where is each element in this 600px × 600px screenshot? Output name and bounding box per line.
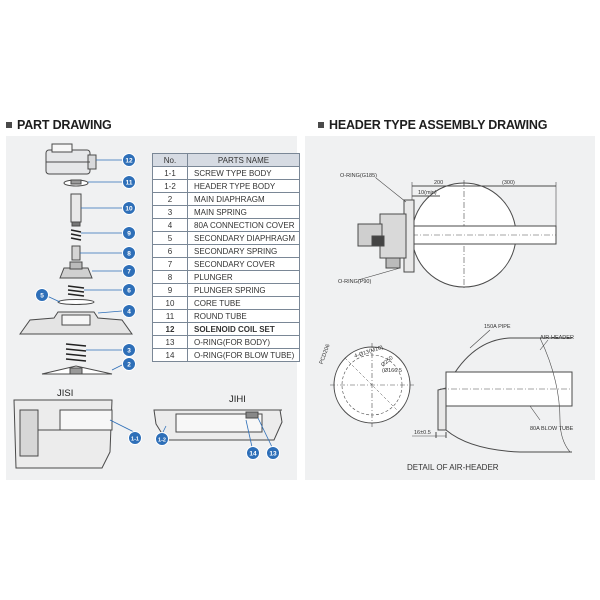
callout-13 (266, 446, 280, 460)
round-tube-part (63, 179, 89, 187)
callout-text: 10 (125, 205, 133, 212)
valve-assembly (357, 213, 407, 269)
connection-cover-part (19, 311, 133, 335)
callout-text: 4 (127, 308, 131, 315)
dim-10min-label: 10(min) (418, 190, 437, 196)
callout-text: 2 (127, 361, 131, 368)
part-name: SECONDARY DIAPHRAGM (187, 231, 300, 245)
detail-caption: DETAIL OF AIR-HEADER (407, 463, 499, 472)
dim-16-label: 16±0.5 (414, 430, 431, 436)
solenoid-coil-part (45, 143, 97, 175)
header-no: No. (152, 153, 188, 167)
callout-7 (122, 264, 136, 278)
callout-text: 11 (126, 179, 133, 186)
part-name: MAIN SPRING (187, 205, 300, 219)
part-name: SECONDARY SPRING (187, 244, 300, 258)
part-name: SCREW TYPE BODY (187, 166, 300, 180)
part-drawing-title-text: PART DRAWING (17, 118, 112, 132)
main-spring-part (65, 343, 87, 362)
callout-text: 1-2 (158, 437, 166, 443)
callout-8 (122, 246, 136, 260)
secondary-cover-part (59, 261, 93, 279)
secondary-spring-part (67, 285, 85, 297)
assembly-drawing-title-text: HEADER TYPE ASSEMBLY DRAWING (329, 118, 548, 132)
callout-4 (122, 304, 136, 318)
part-name: SOLENOID COIL SET (187, 322, 300, 336)
callout-1-2 (155, 432, 169, 446)
callout-text: 8 (127, 250, 131, 257)
callout-9 (122, 226, 136, 240)
bullet-square-icon (318, 122, 324, 128)
pipe-150a-label: 150A PIPE (484, 324, 511, 330)
jihi-label: JIHI (229, 394, 246, 405)
callout-6 (122, 283, 136, 297)
plunger-spring-part (70, 229, 82, 241)
oring-g185-label: O-RING(G185) (340, 173, 377, 179)
callout-10 (122, 201, 136, 215)
callout-text: 13 (269, 450, 277, 457)
dim-200-label: 200 (434, 180, 443, 186)
part-number: 14 (152, 348, 188, 362)
dim-300-label: (300) (502, 180, 515, 186)
part-name: SECONDARY COVER (187, 257, 300, 271)
callout-text: 6 (127, 287, 131, 294)
blow-tube-80a-label: 80A BLOW TUBE (530, 426, 574, 432)
oring-p90-label: O-RING(P90) (338, 279, 371, 285)
callout-text: 7 (127, 268, 131, 275)
main-diaphragm-part (41, 365, 113, 375)
callout-12 (122, 153, 136, 167)
callout-3 (122, 343, 136, 357)
callout-text: 1-1 (131, 436, 139, 442)
callout-text: 14 (249, 450, 257, 457)
part-name: CORE TUBE (187, 296, 300, 310)
part-drawing-title: PART DRAWING (6, 118, 112, 132)
secondary-diaphragm-part (57, 299, 95, 305)
pcd-label: PCD206 (319, 344, 332, 366)
callout-text: 9 (127, 230, 131, 237)
dim-1665-label: (Ø166.5 (382, 368, 402, 374)
part-number: 7 (152, 257, 188, 271)
callout-1-1 (128, 431, 142, 445)
callout-11 (122, 175, 136, 189)
part-name: O-RING(FOR BLOW TUBE) (187, 348, 300, 362)
callout-text: 5 (40, 292, 44, 299)
callout-5 (35, 288, 49, 302)
bullet-square-icon (6, 122, 12, 128)
air-header-label: AIR-HEADER (540, 335, 574, 341)
screw-type-body-part (13, 399, 113, 469)
callout-14 (246, 446, 260, 460)
header-type-body-part (153, 409, 283, 441)
part-name: PLUNGER (187, 270, 300, 284)
jisi-label: JISI (57, 388, 73, 399)
assembly-drawing-title: HEADER TYPE ASSEMBLY DRAWING (318, 118, 547, 132)
callout-2 (122, 357, 136, 371)
callout-text: 3 (127, 347, 131, 354)
callout-text: 12 (125, 157, 133, 164)
